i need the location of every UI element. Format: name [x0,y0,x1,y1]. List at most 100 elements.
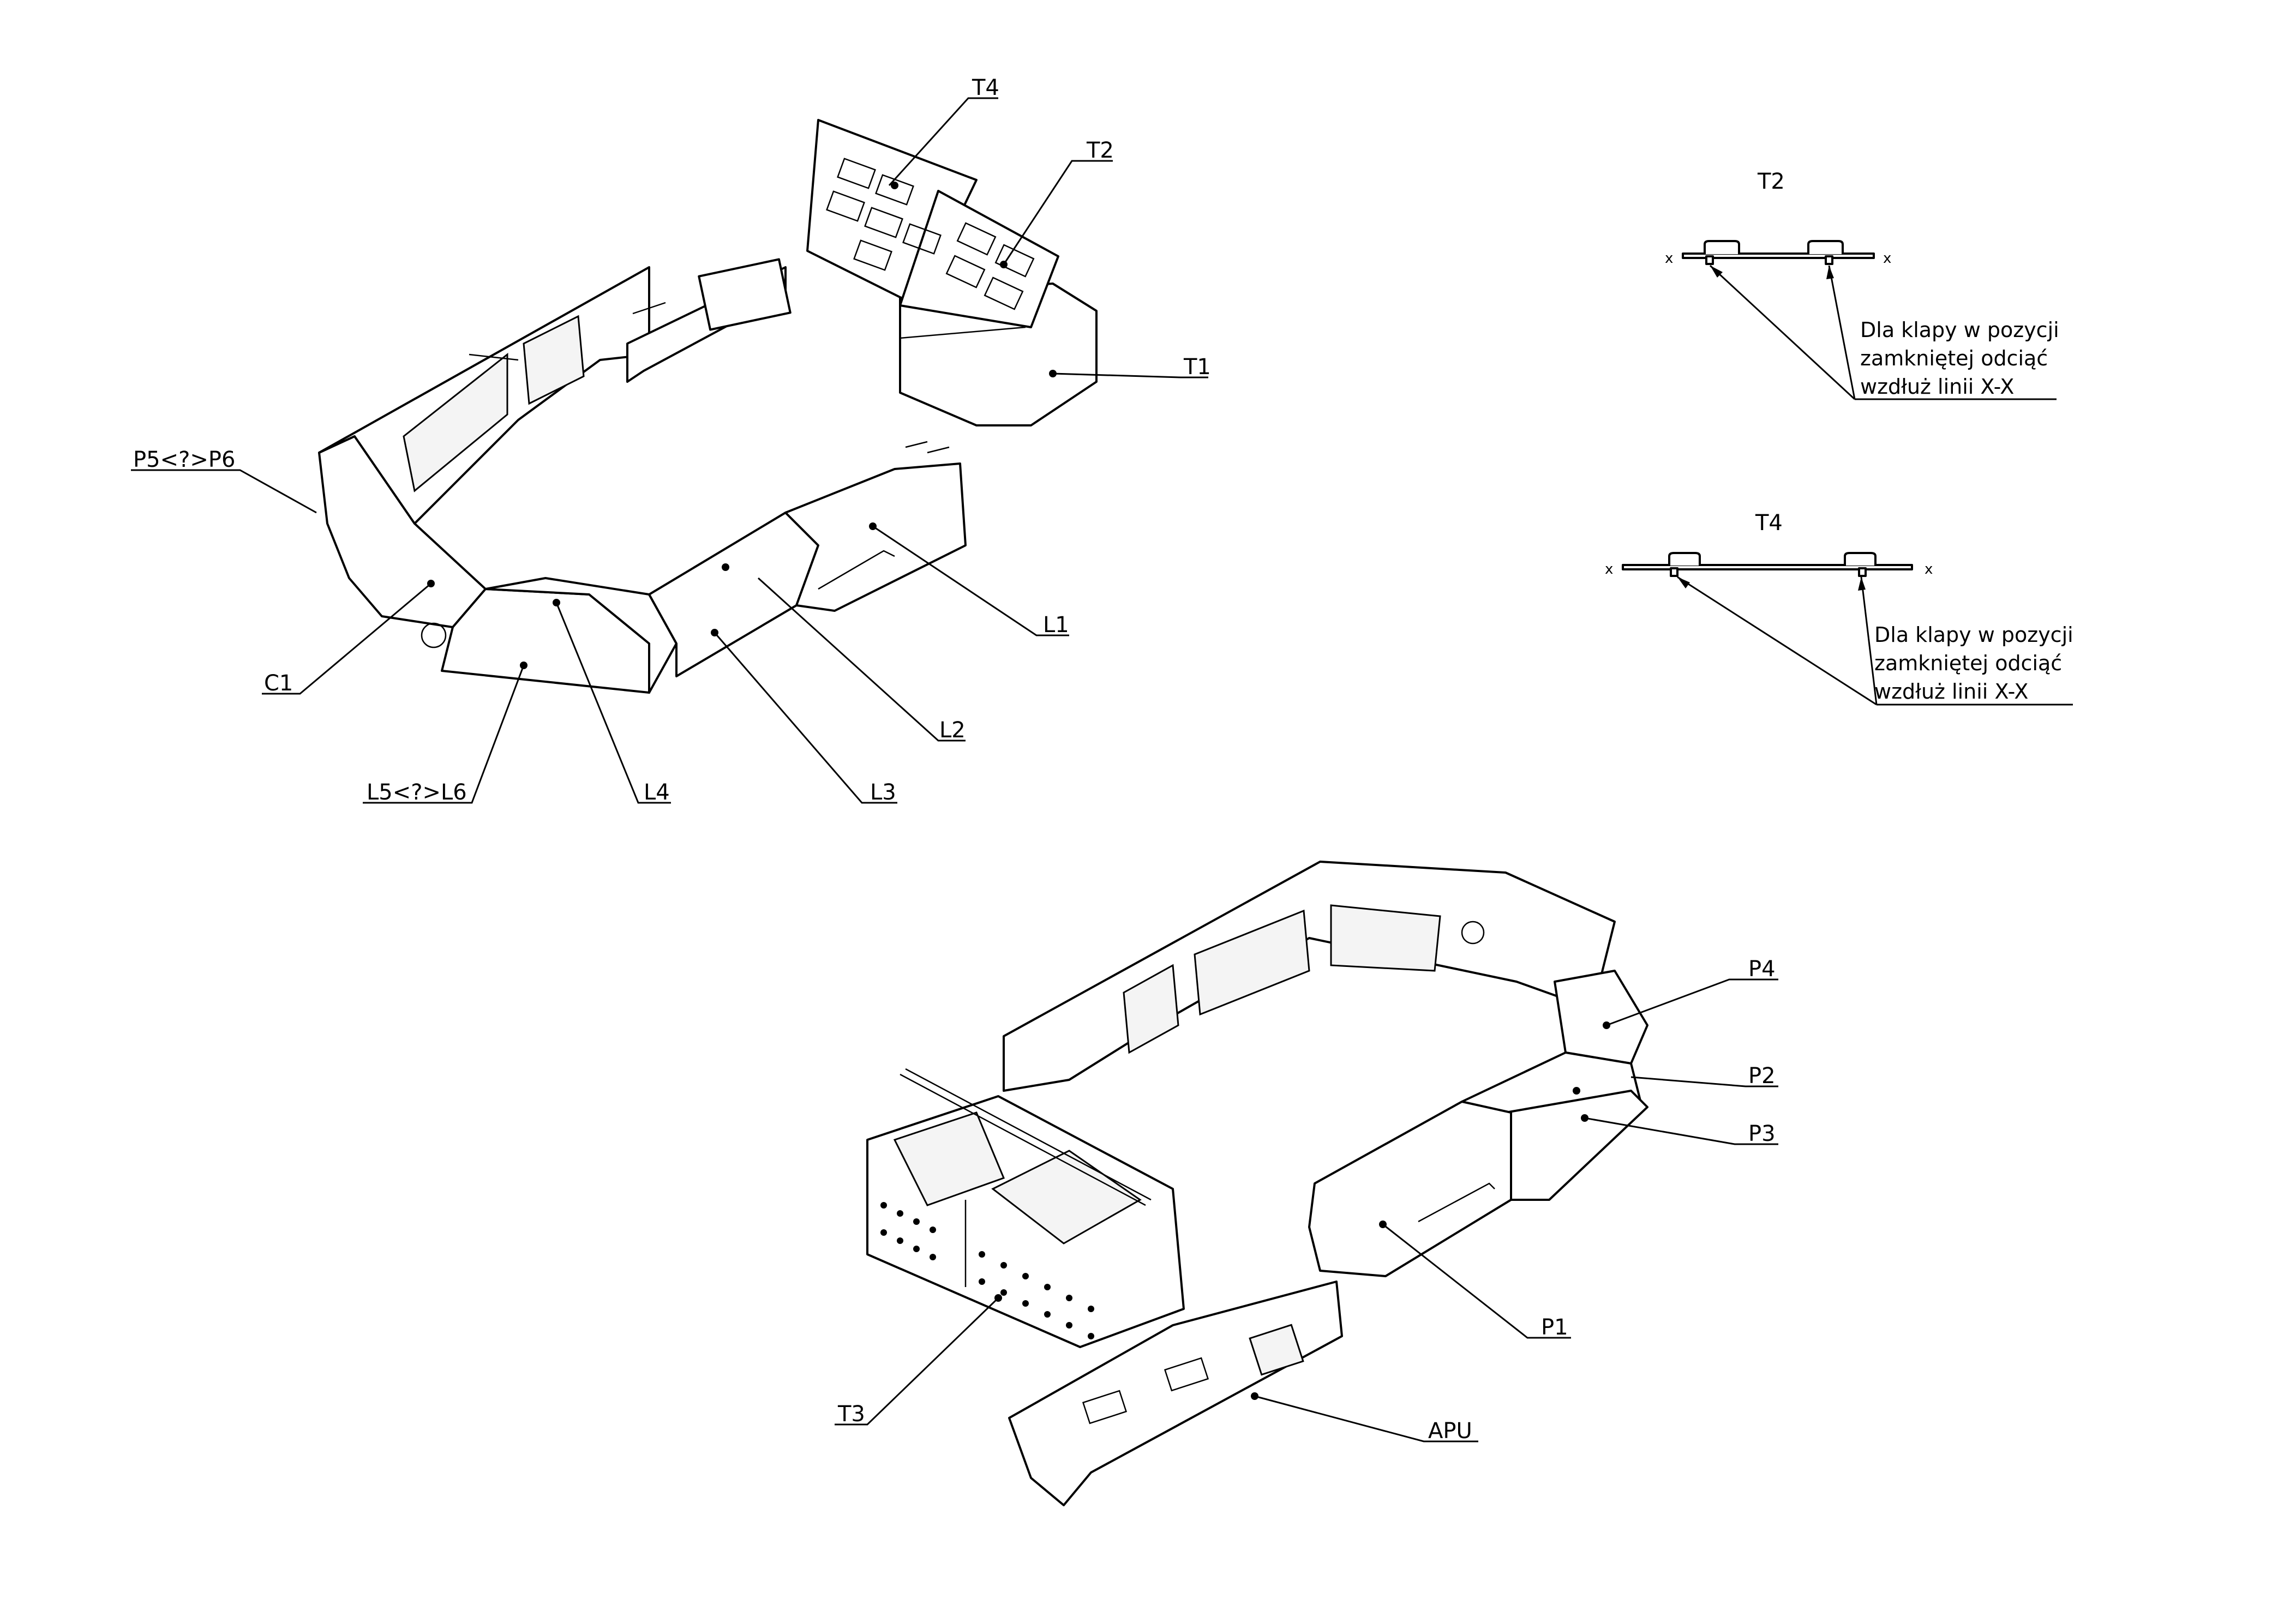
part-far-arm-window-3 [1330,904,1441,972]
part-l1-pin-2 [927,446,950,454]
detail-t4-handle-left [1668,552,1701,566]
part-t3-opening-1 [893,1111,1005,1206]
label-p3: P3 [1748,1121,1776,1146]
detail-t4-arrow-1 [1677,576,1877,706]
detail-t4-stud-right [1858,567,1867,577]
detail-t2-arrow-1 [1709,265,1856,400]
detail-t2-note-line-1: Dla klapy w pozycji [1860,318,2059,342]
part-apu-panel-2 [1164,1357,1209,1392]
leader-p2 [1630,1076,1778,1087]
part-upper-tray [698,258,792,331]
detail-t2-arrowhead-1 [1710,266,1723,278]
leader-p1 [1382,1223,1571,1339]
label-l5l6: L5<?>L6 [367,780,467,805]
part-far-arm-hole [1461,921,1485,945]
leader-t3 [835,1297,999,1426]
detail-t4-axis-left: x [1605,561,1613,578]
lid-cells [826,158,1035,310]
detail-t4-handle-right [1844,552,1877,566]
label-apu: APU [1428,1418,1472,1444]
part-p1-handle [1418,1182,1495,1223]
label-t1: T1 [1183,354,1211,380]
detail-t4-arrowhead-2 [1858,577,1866,591]
detail-t4-arrow-2 [1860,576,1878,705]
detail-t2-stud-left [1705,255,1714,265]
detail-t4-title: T4 [1755,510,1783,536]
part-t2-lid [899,190,1059,328]
detail-t2-arrowhead-2 [1826,266,1834,279]
label-p2: P2 [1748,1063,1776,1089]
label-p1: P1 [1541,1315,1568,1340]
leader-t2 [1003,160,1113,265]
label-c1: C1 [264,671,293,696]
part-l4 [484,577,678,694]
part-t1-edge [900,326,1026,339]
detail-t4-note-line-3: wzdłuż linii X-X [1874,680,2028,704]
detail-t4-note-line-2: zamkniętej odciąć [1874,651,2062,675]
detail-t4-arrowhead-1 [1677,577,1690,588]
detail-t2-note-line-3: wzdłuż linii X-X [1860,375,2014,399]
detail-t4-stud-left [1670,567,1678,577]
callout-labels: T4 T2 T1 P5<?>P6 L1 C1 L2 L5<?>L6 L4 L3 … [133,75,1776,1444]
label-t4: T4 [972,75,999,100]
lower-assembly [866,861,1648,1506]
part-p4 [1554,970,1648,1065]
part-far-arm-window-2 [1194,909,1310,1016]
callout-leaders [131,97,1778,1442]
label-t3: T3 [837,1402,865,1427]
part-l1-pin-1 [905,441,928,448]
detail-t2-axis-right: x [1883,250,1891,267]
part-t3-lid-rod [900,1073,1146,1206]
label-t2: T2 [1086,138,1114,163]
leader-c1 [262,582,431,695]
leader-p5p6 [131,469,317,514]
upper-assembly [318,119,1098,694]
label-l3: L3 [870,780,896,805]
leader-p3 [1584,1117,1778,1145]
leader-l5l6 [363,665,525,804]
leader-l4 [555,602,671,804]
part-left-arm-window-1 [403,352,508,492]
part-t3-lid-rod-2 [905,1068,1152,1201]
part-left-arm-seam [469,353,519,361]
detail-t2-stud-right [1825,255,1833,265]
part-far-arm-window-1 [1123,964,1179,1054]
part-p1 [1308,1101,1512,1277]
detail-t4-plate [1622,564,1913,570]
t3-bolt-rows [880,1202,1094,1339]
leader-l1 [872,525,1069,636]
label-p4: P4 [1748,957,1776,982]
leader-p4 [1606,978,1778,1026]
detail-t2-handle-left [1704,240,1740,254]
detail-t2-note-line-2: zamkniętej odciąć [1860,346,2048,370]
part-t1 [899,282,1098,426]
leader-apu [1254,1395,1478,1442]
detail-t4: T4 x x Dla klapy w pozycji zamkniętej od… [1605,510,2073,706]
part-apu-grille [1249,1324,1304,1376]
part-l1 [784,462,967,612]
leader-l3 [714,632,897,804]
part-upper-rod [632,302,666,315]
label-l1: L1 [1043,612,1069,638]
detail-t2-handle-right [1807,240,1844,254]
part-left-arm-window-2 [523,315,585,405]
leader-t1 [1052,372,1208,378]
label-l2: L2 [939,718,966,743]
detail-t2-plate [1682,253,1875,259]
detail-t2: T2 x x Dla klapy w pozycji zamkniętej od… [1665,169,2059,400]
leader-t4 [888,97,998,187]
part-l3-l2 [648,512,819,677]
detail-t2-title: T2 [1757,169,1785,194]
part-apu-panel-1 [1082,1390,1128,1424]
part-t3-opening-2 [991,1150,1142,1245]
detail-t2-axis-left: x [1665,250,1673,267]
detail-t4-axis-right: x [1925,561,1933,578]
part-l1-handle [818,550,895,590]
part-far-arm [1003,861,1616,1092]
part-c1-hole [421,622,447,648]
label-p5p6: P5<?>P6 [133,447,235,472]
detail-t2-arrow-2 [1828,265,1856,400]
label-l4: L4 [644,780,670,805]
detail-t4-note-line-1: Dla klapy w pozycji [1874,623,2073,647]
